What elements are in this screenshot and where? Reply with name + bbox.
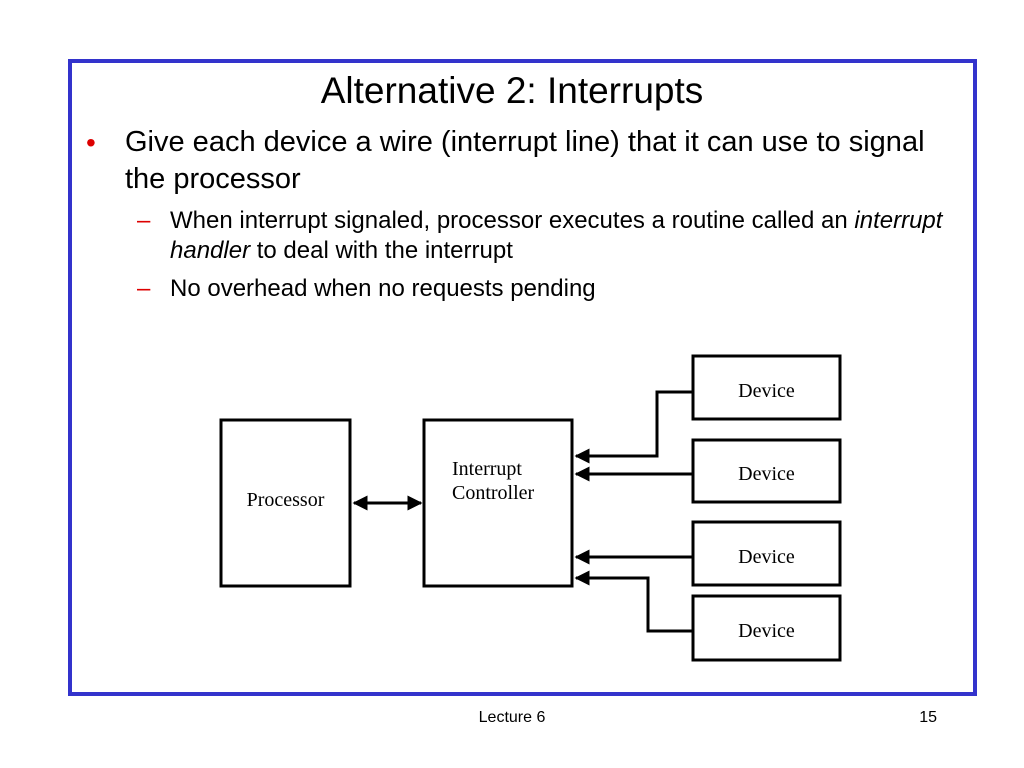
slide-frame xyxy=(68,59,977,696)
bullet-mark: • xyxy=(86,127,96,158)
sub-bullet-text-part: to deal with the interrupt xyxy=(250,237,513,264)
interrupt-line xyxy=(574,570,693,633)
emphasized-term: interrupt handler xyxy=(170,207,943,264)
bullet-text: Give each device a wire (interrupt line)… xyxy=(125,126,925,195)
sub-bullet-text: When interrupt signaled, processor execu… xyxy=(170,206,950,266)
controller-label-line2: Controller xyxy=(452,482,535,504)
sub-bullet-mark: – xyxy=(137,207,151,234)
device-label: Device xyxy=(738,463,795,485)
interrupt-controller-box xyxy=(422,418,574,588)
device-label: Device xyxy=(738,546,795,568)
device-box xyxy=(691,520,842,587)
slide-title: Alternative 2: Interrupts xyxy=(320,70,704,111)
device-label: Device xyxy=(738,620,795,642)
processor-label: Processor xyxy=(247,489,325,511)
sub-bullet-text-part: When interrupt signaled, processor execu… xyxy=(170,207,855,234)
interrupt-line xyxy=(574,390,693,464)
sub-bullet-text: No overhead when no requests pending xyxy=(170,275,596,302)
page-number: 15 xyxy=(919,709,937,726)
device-label: Device xyxy=(738,380,795,402)
sub-bullet-mark: – xyxy=(137,275,151,302)
controller-label-line1: Interrupt xyxy=(452,458,522,480)
device-box xyxy=(691,354,842,421)
footer-lecture-label: Lecture 6 xyxy=(478,709,546,726)
processor-box xyxy=(219,418,352,588)
device-box xyxy=(691,594,842,662)
device-box xyxy=(691,438,842,504)
